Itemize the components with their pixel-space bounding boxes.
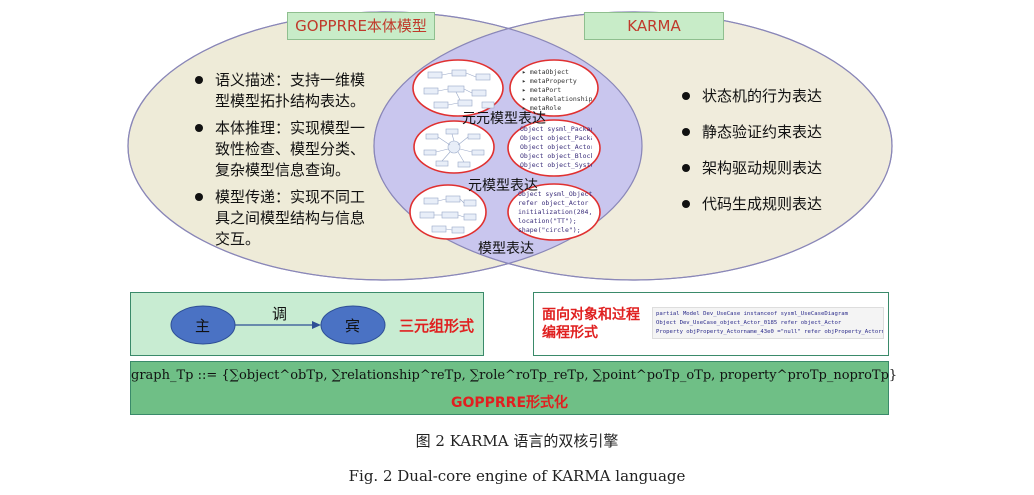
bullet-static-verification: 静态验证约束表达	[680, 122, 860, 143]
meta-code-snippet: Object sysml_Package;Object object_Packa…	[520, 125, 592, 171]
venn-diagram	[127, 11, 893, 281]
figure-caption-english: Fig. 2 Dual-core engine of KARMA languag…	[348, 467, 686, 485]
model-code-line: initialization(204,283,30,30);	[518, 208, 592, 216]
gopprre-ontology-title: GOPPRRE本体模型	[287, 12, 435, 40]
meta-code-line: Object object_System;	[520, 161, 592, 169]
meta-code-line: Object object_Block;	[520, 152, 592, 160]
meta-meta-model-thumbnail	[412, 59, 504, 117]
triple-graph	[170, 305, 386, 345]
model-label: 模型表达	[478, 241, 534, 257]
subject-node-label: 主	[195, 317, 211, 335]
meta-code-line: Object object_Package;	[520, 134, 592, 142]
meta-meta-code-ellipse	[509, 59, 599, 117]
gopprre-feature-list: 语义描述：支持一维模型模型拓扑结构表达。 本体推理：实现模型一致性检查、模型分类…	[193, 70, 371, 256]
model-code-line: shape("circle");	[518, 226, 581, 234]
oop-code-line-1: partial Model Dev_UseCase instanceof sys…	[656, 311, 848, 317]
triple-form-label: 三元组形式	[399, 317, 475, 335]
meta-code-line: Object object_UseCase;	[520, 170, 592, 171]
oop-form-panel: 面向对象和过程编程形式 partial Model Dev_UseCase in…	[533, 292, 889, 356]
meta-meta-list-item: ▸ metaObject	[522, 68, 569, 76]
object-node-label: 宾	[345, 317, 361, 335]
predicate-label: 调	[272, 305, 288, 323]
triple-form-panel: 主 调 宾 三元组形式	[130, 292, 484, 356]
oop-code-line-3: Property objProperty_Actorname_43e0 ="nu…	[656, 329, 884, 335]
model-thumbnail	[409, 184, 487, 240]
model-code-line: location("TT");	[518, 217, 577, 225]
meta-code-line: Object object_Actor;	[520, 143, 592, 151]
overlap-region	[374, 12, 642, 280]
oop-code-snippet: partial Model Dev_UseCase instanceof sys…	[652, 307, 884, 339]
gopprre-formalization-label: GOPPRRE形式化	[450, 395, 569, 411]
meta-meta-list: ▸ metaObject▸ metaProperty▸ metaPort▸ me…	[522, 68, 593, 113]
model-code-line: refer object_Actor	[518, 199, 589, 207]
oop-code-line-2: Object Dev_UseCase_object_Actor_0185 ref…	[656, 320, 842, 326]
oop-form-label: 面向对象和过程编程形式	[542, 307, 640, 341]
gopprre-formula: graph_Tp ::= {∑object^obTp, ∑relationshi…	[131, 368, 898, 383]
meta-meta-list-item: ▸ metaProperty	[522, 77, 577, 85]
meta-model-thumbnail	[413, 120, 495, 174]
gopprre-formalization-panel: graph_Tp ::= {∑object^obTp, ∑relationshi…	[130, 361, 898, 415]
meta-code-line: Object sysml_Package;	[520, 125, 592, 133]
bullet-ontology-reasoning: 本体推理：实现模型一致性检查、模型分类、复杂模型信息查询。	[193, 118, 371, 181]
meta-meta-model-label: 元元模型表达	[462, 111, 546, 127]
bullet-code-generation: 代码生成规则表达	[680, 194, 860, 215]
bullet-state-machine: 状态机的行为表达	[680, 86, 860, 107]
bullet-model-transfer: 模型传递：实现不同工具之间模型结构与信息交互。	[193, 187, 371, 250]
meta-meta-list-item: ▸ metaPort	[522, 86, 562, 94]
meta-meta-list-item: ▸ metaRole	[522, 104, 562, 112]
bullet-architecture-rules: 架构驱动规则表达	[680, 158, 860, 179]
model-code-line: Object sysml_Object_Actor_0185	[518, 190, 592, 198]
karma-title: KARMA	[584, 12, 724, 40]
model-code-ellipse	[507, 183, 601, 241]
meta-code-ellipse	[507, 119, 601, 177]
bullet-semantic-description: 语义描述：支持一维模型模型拓扑结构表达。	[193, 70, 371, 112]
meta-meta-list-item: ▸ metaRelationship	[522, 95, 593, 103]
figure-caption-chinese: 图 2 KARMA 语言的双核引擎	[415, 432, 619, 450]
meta-model-label: 元模型表达	[468, 178, 538, 194]
karma-feature-list: 状态机的行为表达 静态验证约束表达 架构驱动规则表达 代码生成规则表达	[680, 86, 860, 230]
